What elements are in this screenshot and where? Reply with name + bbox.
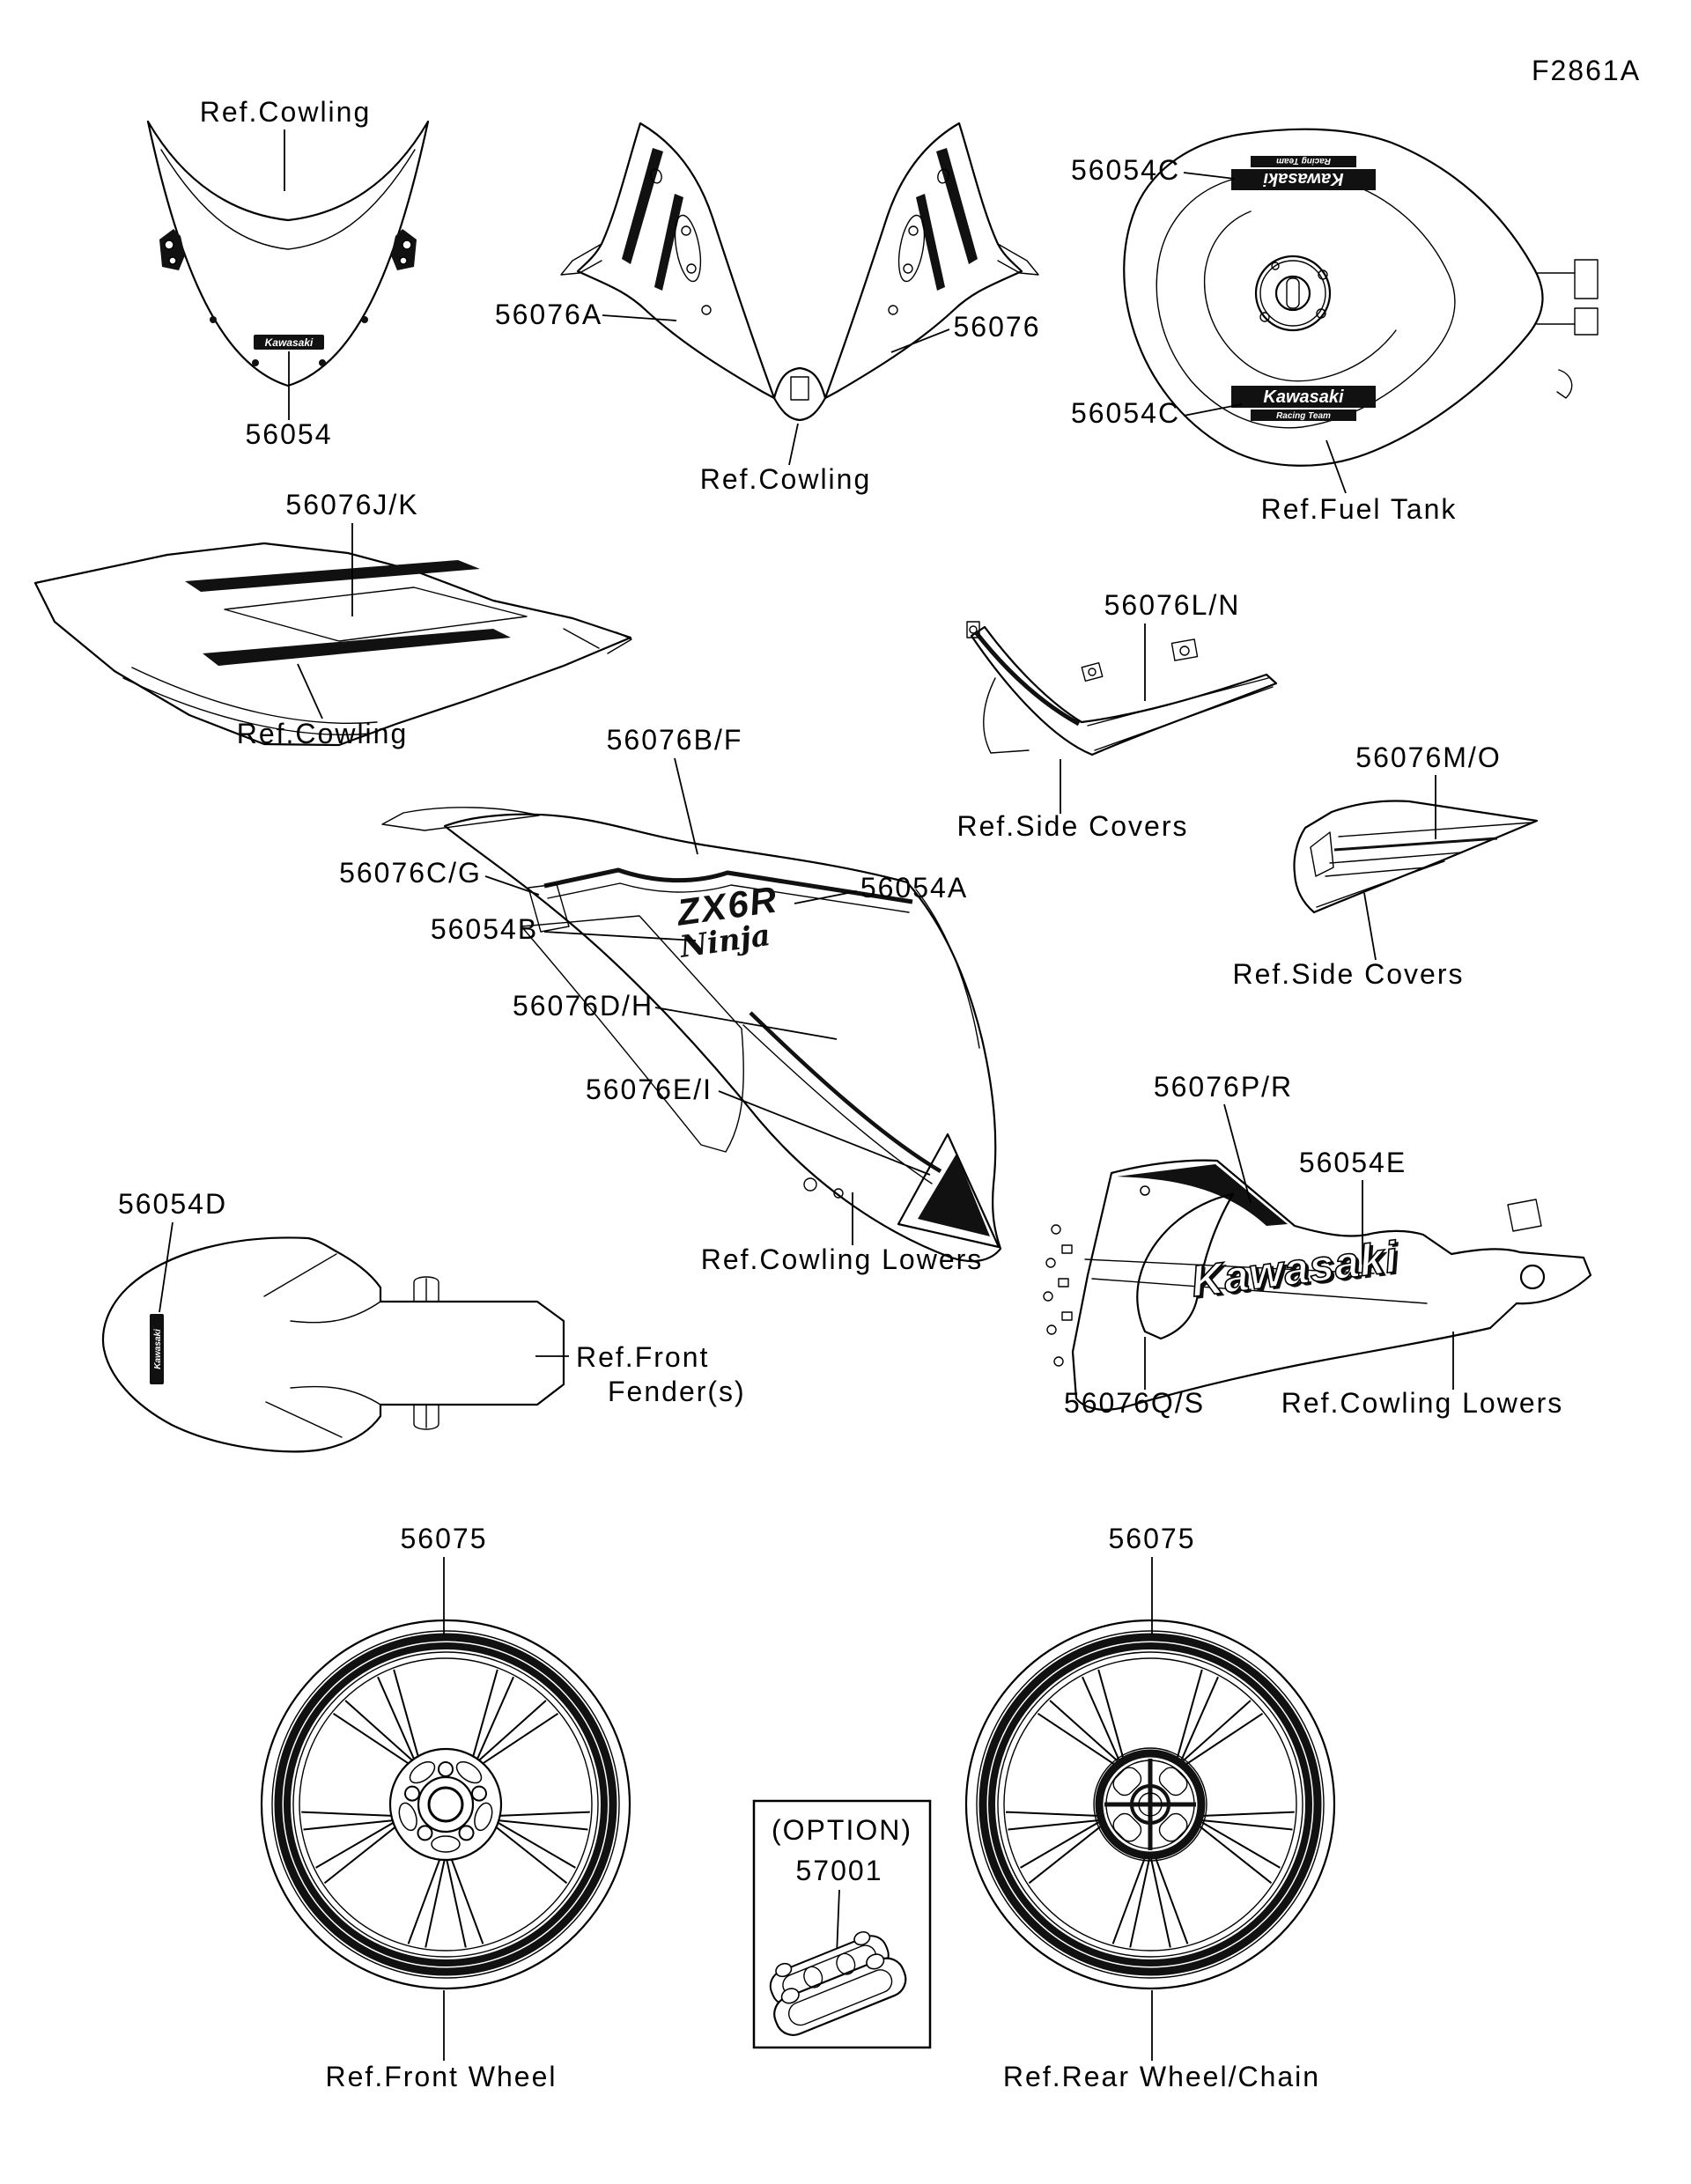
chain-option-label: (OPTION): [772, 1814, 912, 1846]
side-fairing-fin-part-label: 56076E/I: [586, 1074, 713, 1105]
front-wheel-ref-label: Ref.Front Wheel: [326, 2061, 558, 2092]
lower-fairing-lower-part-label: 56076Q/S: [1064, 1387, 1205, 1419]
fuel-tank-lower-decal: Kawasaki Racing Team: [1231, 386, 1376, 421]
chain-part-label: 57001: [796, 1855, 883, 1886]
side-cover-lower-part-label: 56076M/O: [1355, 742, 1501, 773]
windshield-kawasaki-decal: [254, 335, 324, 350]
fuel-tank-ref-label: Ref.Fuel Tank: [1261, 493, 1458, 525]
front-fender-part-label: 56054D: [118, 1188, 227, 1220]
svg-text:Racing Team: Racing Team: [1276, 411, 1331, 421]
side-cover-upper-ref-label: Ref.Side Covers: [957, 810, 1189, 842]
side-cover-lower-ref-label: Ref.Side Covers: [1233, 958, 1465, 990]
side-fairing-left-part-label: 56076C/G: [339, 857, 482, 889]
side-fairing-drawing: ZX6R Ninja: [381, 757, 1002, 1263]
front-wheel-part-label: 56075: [401, 1523, 488, 1554]
front-fender-ref-label-line2: Fender(s): [608, 1376, 746, 1407]
lower-fairing-logo-part-label: 56054E: [1299, 1147, 1407, 1178]
side-fairing-script-part-label: 56054B: [431, 913, 538, 945]
side-fairing-top-part-label: 56076B/F: [607, 724, 743, 756]
svg-text:Racing Team: Racing Team: [1276, 156, 1331, 166]
side-fairing-ref-label: Ref.Cowling Lowers: [701, 1243, 984, 1275]
side-fairing-stripe-part-label: 56076D/H: [513, 990, 654, 1022]
rear-hub: [1093, 1747, 1207, 1862]
front-wheel-drawing: [260, 1619, 631, 1990]
rear-wheel-drawing: [964, 1619, 1336, 1990]
fuel-tank-upper-part-label: 56054C: [1071, 154, 1180, 186]
front-fender-ref-label-line1: Ref.Front: [576, 1341, 709, 1373]
kawasaki-logo: Kawasaki Kawasaki: [1188, 1231, 1404, 1309]
rear-wheel-part-label: 56075: [1109, 1523, 1196, 1554]
fender-kawasaki-decal: Kawasaki: [150, 1314, 164, 1384]
side-cover-lower-drawing: [1293, 775, 1539, 961]
rear-wheel-ref-label: Ref.Rear Wheel/Chain: [1003, 2061, 1320, 2092]
windshield-part-label: 56054: [246, 418, 333, 450]
chain-link-drawing: [769, 1930, 907, 2036]
windshield-decal-text: Kawasaki: [265, 336, 314, 349]
svg-text:Kawasaki: Kawasaki: [153, 1329, 163, 1369]
top-cowling-drawing: [33, 523, 632, 747]
side-cover-upper-part-label: 56076L/N: [1104, 589, 1241, 621]
top-cowling-part-label: 56076J/K: [285, 489, 418, 520]
lower-fairing-ref-label: Ref.Cowling Lowers: [1281, 1387, 1564, 1419]
front-cowling-drawing: [560, 122, 1039, 466]
side-fairing-logo-part-label: 56054A: [860, 872, 968, 904]
svg-text:Kawasaki: Kawasaki: [1263, 387, 1344, 407]
front-fender-drawing: Kawasaki: [101, 1221, 569, 1453]
front-cowling-ref-label: Ref.Cowling: [700, 463, 872, 495]
fuel-tank-drawing: Kawasaki Racing Team Kawasaki Racing Tea…: [1123, 128, 1599, 494]
side-cover-upper-drawing: [966, 621, 1278, 814]
front-cowling-left-part-label: 56076A: [495, 299, 602, 330]
windshield-ref-label: Ref.Cowling: [200, 96, 372, 128]
top-cowling-ref-label: Ref.Cowling: [237, 718, 409, 749]
svg-text:Kawasaki: Kawasaki: [1263, 169, 1344, 188]
chain-option-box: [752, 1799, 932, 2049]
lower-fairing-stripe-part-label: 56076P/R: [1154, 1071, 1293, 1103]
windshield-drawing: Kawasaki: [146, 120, 430, 420]
figure-code: F2861A: [1532, 55, 1641, 86]
fuel-tank-upper-decal: Kawasaki Racing Team: [1231, 156, 1376, 190]
fuel-tank-lower-part-label: 56054C: [1071, 397, 1180, 429]
front-cowling-right-part-label: 56076: [954, 311, 1041, 343]
